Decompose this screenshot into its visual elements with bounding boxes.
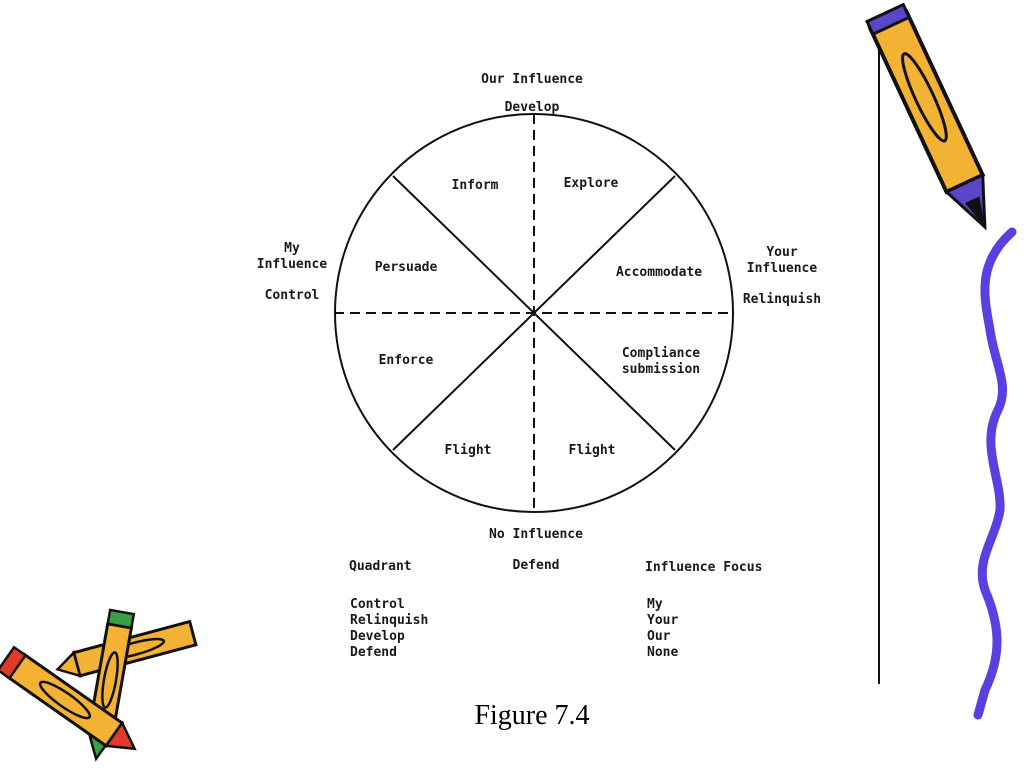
pencil-top-right-icon (865, 2, 987, 231)
pencils-bottom-left-icon (0, 608, 198, 762)
sector-explore: Explore (564, 176, 619, 191)
top-label: Our Influence (481, 72, 583, 87)
legend-focus-item: My (647, 597, 663, 612)
left-label-line2: Influence (257, 257, 328, 272)
influence-wheel: Inform Explore Persuade Accommodate Enfo… (334, 113, 734, 513)
left-label-line1: My (284, 241, 300, 256)
legend-quadrant-item: Defend (350, 645, 397, 660)
legend-focus-item: None (647, 645, 678, 660)
legend-focus-item: Our (647, 629, 671, 644)
sector-enforce: Enforce (379, 353, 434, 368)
right-sublabel: Relinquish (743, 292, 821, 307)
legend-focus-header: Influence Focus (645, 560, 762, 575)
bottom-label: No Influence (489, 527, 583, 542)
legend-quadrant-header: Quadrant (349, 559, 412, 574)
sector-persuade: Persuade (375, 260, 438, 275)
legend-quadrant-item: Relinquish (350, 613, 428, 628)
legend-quadrant-item: Develop (350, 629, 405, 644)
right-label-line2: Influence (747, 261, 818, 276)
bottom-sublabel: Defend (513, 558, 560, 573)
left-sublabel: Control (265, 288, 320, 303)
purple-wave-decoration (973, 227, 1017, 720)
legend-quadrant-item: Control (350, 597, 405, 612)
legend-focus-item: Your (647, 613, 678, 628)
top-sublabel: Develop (505, 100, 560, 115)
sector-accommodate: Accommodate (616, 265, 702, 280)
sector-compliance-line1: Compliance (622, 346, 700, 361)
sector-inform: Inform (452, 178, 499, 193)
sector-flight-left: Flight (445, 443, 492, 458)
diagonal-line-2 (392, 175, 676, 451)
figure-caption: Figure 7.4 (474, 700, 590, 731)
right-label-line1: Your (766, 245, 797, 260)
sector-compliance-line2: submission (622, 362, 700, 377)
sector-flight-right: Flight (569, 443, 616, 458)
